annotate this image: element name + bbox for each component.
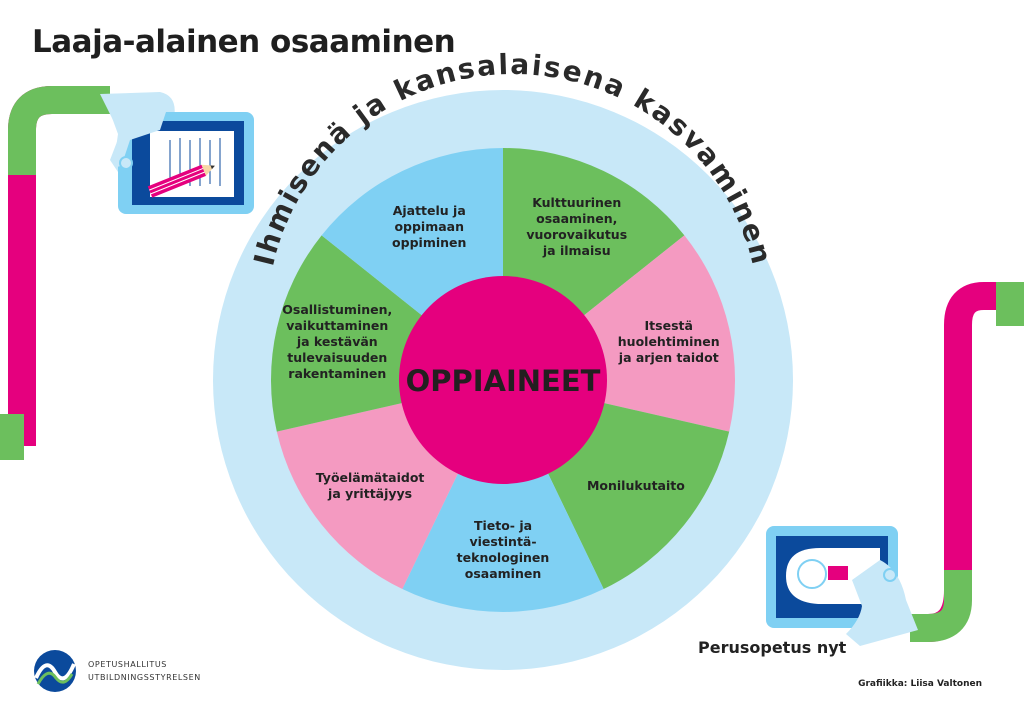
segment-label-line: rakentaminen	[288, 366, 386, 381]
tagline: Perusopetus nyt	[698, 638, 846, 657]
segment-label-line: vaikuttaminen	[286, 318, 388, 333]
org-logo-icon	[32, 648, 78, 694]
org-logo-block: OPETUSHALLITUS UTBILDNINGSSTYRELSEN	[32, 648, 201, 694]
segment-label-line: huolehtiminen	[618, 334, 720, 349]
segment-label-line: Työelämätaidot	[316, 470, 425, 485]
tablet-pencil-icon	[100, 92, 254, 214]
right-pipe-end	[996, 282, 1024, 326]
right-pipe	[910, 282, 1024, 628]
segment-label-line: ja ilmaisu	[542, 243, 611, 258]
segment-label-line: Tieto- ja	[474, 518, 532, 533]
segment-label-line: ja kestävän	[296, 334, 378, 349]
left-pipe-green	[22, 100, 110, 175]
left-pipe-end	[0, 414, 24, 460]
right-pipe-green	[910, 570, 958, 628]
segment-label-line: oppiminen	[392, 235, 466, 250]
segment-label-line: Kulttuurinen	[532, 195, 621, 210]
left-pipe	[0, 100, 110, 460]
segment-label-line: vuorovaikutus	[526, 227, 627, 242]
segment-label-line: viestintä-	[469, 534, 536, 549]
segment-label-line: Ajattelu ja	[393, 203, 466, 218]
segment-label-line: osaaminen,	[536, 211, 617, 226]
center-label: OPPIAINEET	[406, 364, 601, 398]
segment-label-line: teknologinen	[457, 550, 550, 565]
segment-label-line: ja yrittäjyys	[327, 486, 412, 501]
segment-label-line: osaaminen	[465, 566, 541, 581]
segment-label-line: Monilukutaito	[587, 478, 685, 493]
tablet-lightbulb-icon	[766, 526, 918, 646]
segment-label-line: oppimaan	[394, 219, 464, 234]
segment-label-line: Osallistuminen,	[282, 302, 392, 317]
segment-label-line: Itsestä	[645, 318, 693, 333]
org-name-fi: OPETUSHALLITUS	[88, 658, 201, 671]
segment-label-line: tulevaisuuden	[287, 350, 387, 365]
graphics-credit: Grafiikka: Liisa Valtonen	[858, 679, 982, 689]
segment-label-line: ja arjen taidot	[618, 350, 719, 365]
org-name-sv: UTBILDNINGSSTYRELSEN	[88, 671, 201, 684]
segment-label: Monilukutaito	[587, 478, 685, 493]
